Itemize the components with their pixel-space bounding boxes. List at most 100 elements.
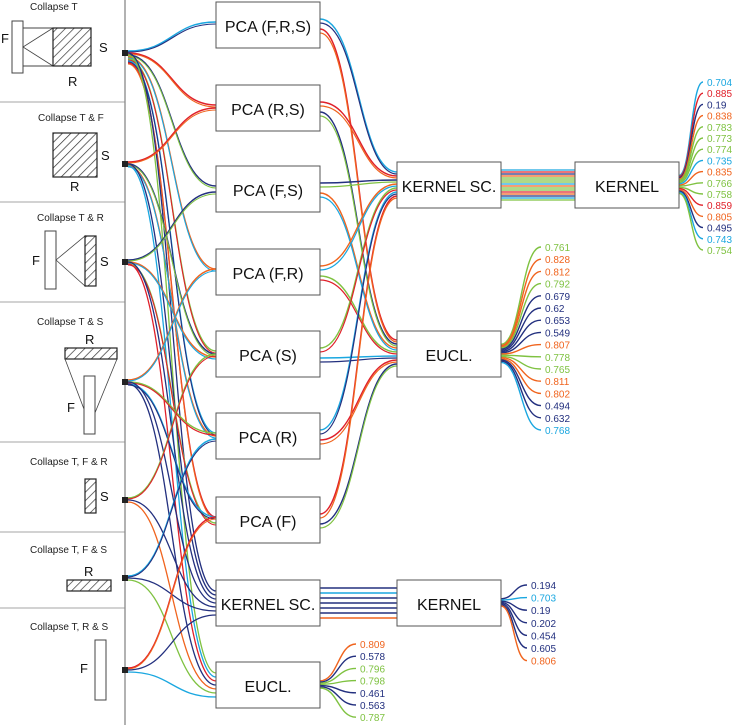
pca-box-f: PCA (F): [215, 496, 321, 544]
connector-curve: [127, 109, 217, 164]
svg-text:KERNEL SC.: KERNEL SC.: [221, 597, 316, 614]
label-s: S: [99, 40, 108, 55]
label-r: R: [70, 179, 79, 194]
connector-curve: [127, 59, 217, 354]
score-value: 0.811: [545, 377, 570, 388]
score-value: 0.768: [545, 426, 570, 437]
score-value: 0.807: [545, 341, 570, 352]
panel-collapse-t-f-r: Collapse T, F & R S: [30, 457, 109, 514]
connector-curve: [678, 187, 704, 206]
connector-curve: [500, 602, 528, 637]
panel-collapse-t-f: Collapse T & F S R: [38, 113, 110, 194]
score-value: 0.194: [531, 581, 556, 592]
panel-title: Collapse T & F: [38, 113, 104, 124]
connector-curve: [319, 684, 357, 694]
connector-curve: [127, 499, 217, 608]
pca-box-column: PCA (F,R,S) PCA (R,S) PCA (F,S) PCA (F,R…: [215, 1, 321, 709]
connector-curve: [500, 354, 542, 358]
svg-text:PCA (R): PCA (R): [239, 430, 298, 447]
svg-text:EUCL.: EUCL.: [425, 348, 472, 365]
connector-curve: [127, 164, 217, 357]
score-value: 0.704: [707, 78, 732, 89]
connector-curve: [127, 440, 217, 578]
connector-curve: [500, 295, 542, 350]
svg-text:PCA (F,R): PCA (F,R): [232, 266, 303, 283]
label-f: F: [1, 31, 9, 46]
connector-curve: [500, 584, 528, 600]
pca-box-rs: PCA (R,S): [215, 84, 321, 132]
connector-curve: [319, 32, 398, 343]
connector-curve: [500, 355, 542, 370]
bottom-kernel-box: KERNEL: [396, 579, 502, 627]
connector-curve: [319, 101, 398, 177]
score-value: 0.806: [531, 657, 556, 668]
connector-curve: [500, 361, 542, 431]
connector-curve: [127, 57, 217, 272]
connector-curve: [678, 190, 704, 229]
panel-title: Collapse T, R & S: [30, 622, 109, 633]
panel-title: Collapse T: [30, 2, 78, 13]
connector-curve: [127, 263, 217, 682]
score-value: 0.62: [545, 304, 565, 315]
raw-kernel-sc-box: KERNEL SC.: [215, 579, 321, 627]
connector-curve: [319, 365, 398, 529]
connector-curve: [127, 166, 217, 439]
panel-collapse-t: Collapse T F S R: [1, 2, 108, 89]
connector-curve: [500, 319, 542, 353]
connector-curve: [127, 382, 217, 436]
source-ports: [122, 50, 128, 673]
connector-curve: [500, 596, 528, 601]
connector-curve: [127, 191, 217, 261]
connector-curve: [319, 105, 398, 179]
port-2: [122, 161, 128, 167]
connector-curve: [127, 579, 217, 694]
score-value: 0.578: [360, 652, 385, 663]
connector-curve: [678, 191, 704, 240]
panel-collapse-t-r: Collapse T & R F S: [32, 213, 109, 290]
connector-curve: [319, 359, 398, 441]
connector-curve: [127, 614, 217, 671]
connector-curve: [500, 601, 528, 624]
connector-curve: [319, 18, 398, 173]
score-value: 0.454: [531, 631, 556, 642]
svg-text:EUCL.: EUCL.: [244, 679, 291, 696]
connector-curve: [127, 671, 217, 698]
s-column: [83, 375, 96, 435]
port-4: [122, 379, 128, 385]
label-f: F: [32, 253, 40, 268]
connector-curve: [678, 182, 704, 187]
connector-curve: [319, 363, 398, 525]
f-slab: [44, 230, 57, 290]
panel-collapse-t-s: Collapse T & S R F: [37, 317, 118, 435]
score-value: 0.743: [707, 235, 732, 246]
connector-curve: [678, 148, 704, 184]
connector-curve: [127, 355, 217, 500]
connector-curve: [127, 53, 217, 108]
f-slab: [11, 20, 24, 74]
svg-text:PCA (F,R,S): PCA (F,R,S): [225, 19, 311, 36]
connector-curve: [319, 179, 398, 184]
score-value: 0.754: [707, 246, 732, 257]
connector-curve: [319, 687, 357, 718]
score-value: 0.812: [545, 267, 570, 278]
connection-lines: [127, 18, 704, 718]
hatched-bar: [84, 235, 97, 287]
score-value: 0.828: [545, 255, 570, 266]
connector-curve: [500, 604, 528, 649]
svg-text:KERNEL: KERNEL: [595, 179, 659, 196]
hatched-slab: [66, 579, 112, 592]
connector-curve: [500, 258, 542, 347]
connector-curve: [127, 52, 217, 592]
hatched-square: [52, 132, 98, 178]
svg-text:PCA (F,S): PCA (F,S): [233, 183, 303, 200]
connector-curve: [127, 518, 217, 670]
connector-curve: [127, 163, 217, 596]
mid-kernel-sc-box: KERNEL SC.: [396, 161, 502, 209]
pca-box-fr: PCA (F,R): [215, 248, 321, 296]
connector-curve: [127, 55, 217, 189]
score-value: 0.563: [360, 701, 385, 712]
svg-text:PCA (R,S): PCA (R,S): [231, 102, 305, 119]
connector-curve: [319, 667, 357, 684]
connector-curve: [678, 189, 704, 218]
